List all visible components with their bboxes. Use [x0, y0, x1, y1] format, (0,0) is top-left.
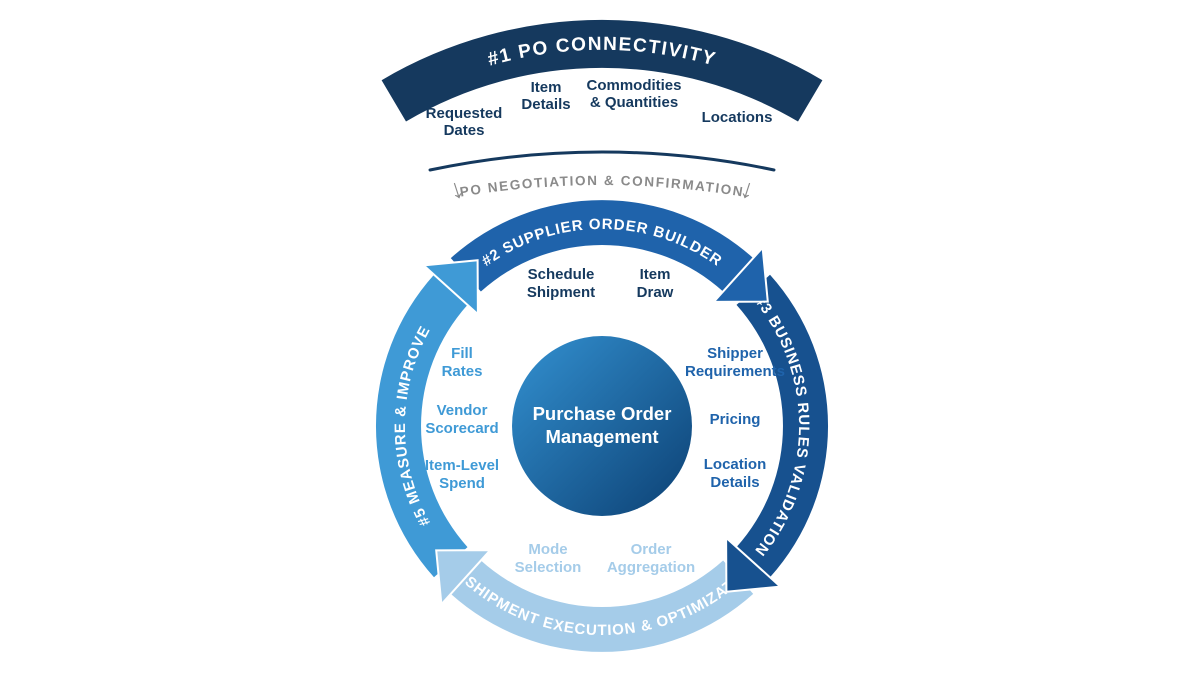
banner-item-line: Dates — [444, 122, 485, 139]
item-line: Shipper — [707, 345, 763, 362]
banner-item-line: Requested — [426, 105, 503, 122]
item-schedule-shipment: Schedule Shipment — [527, 266, 595, 301]
segment-arc-measure-improve — [375, 274, 468, 578]
item-vendor-scorecard: Vendor Scorecard — [425, 402, 498, 437]
item-line: Pricing — [710, 411, 761, 428]
banner-item-commodities-quantities: Commodities & Quantities — [586, 77, 681, 111]
item-line: Spend — [439, 475, 485, 492]
item-item-draw: Item Draw — [637, 266, 674, 301]
banner-item-item-details: Item Details — [521, 79, 570, 113]
item-line: Shipment — [527, 284, 595, 301]
item-line: Selection — [515, 559, 582, 576]
segment-arc-supplier-order-builder — [450, 200, 754, 292]
segment-arc-shipment-execution-optimization — [450, 560, 754, 652]
hub-title-line: Purchase Order — [533, 403, 672, 424]
arrowhead-icon — [435, 549, 493, 607]
arrowhead-icon — [711, 245, 769, 303]
item-shipper-requirements: Shipper Requirements — [685, 345, 785, 380]
banner-item-line: & Quantities — [590, 94, 678, 111]
item-line: Rates — [442, 363, 483, 380]
item-mode-selection: Mode Selection — [515, 541, 582, 576]
item-line: Item-Level — [425, 457, 499, 474]
item-line: Item — [640, 266, 671, 283]
hub-title-line: Management — [545, 426, 658, 447]
item-location-details: Location Details — [704, 456, 767, 491]
item-line: Fill — [451, 345, 473, 362]
item-line: Vendor — [437, 402, 488, 419]
item-line: Aggregation — [607, 559, 695, 576]
banner-arc — [381, 19, 823, 122]
item-line: Location — [704, 456, 767, 473]
banner-item-line: Locations — [702, 109, 773, 126]
banner-bottom-rule — [428, 150, 776, 172]
item-order-aggregation: Order Aggregation — [607, 541, 695, 576]
hub-circle — [512, 336, 692, 516]
item-line: Scorecard — [425, 420, 498, 437]
item-fill-rates: Fill Rates — [442, 345, 483, 380]
item-item-level-spend: Item-Level Spend — [425, 457, 499, 492]
arrowhead-icon — [421, 259, 479, 317]
item-line: Mode — [528, 541, 567, 558]
item-line: Details — [710, 474, 759, 491]
item-line: Schedule — [528, 266, 595, 283]
item-line: Draw — [637, 284, 674, 301]
item-line: Requirements — [685, 363, 785, 380]
arrowhead-icon — [725, 535, 783, 593]
item-pricing: Pricing — [710, 411, 761, 428]
banner-item-line: Commodities — [586, 77, 681, 94]
banner-item-locations: Locations — [702, 109, 773, 126]
segment-arc-business-rules-validation — [736, 274, 829, 578]
banner-item-line: Item — [531, 79, 562, 96]
banner-item-requested-dates: Requested Dates — [426, 105, 503, 139]
banner-item-line: Details — [521, 96, 570, 113]
item-line: Order — [631, 541, 672, 558]
